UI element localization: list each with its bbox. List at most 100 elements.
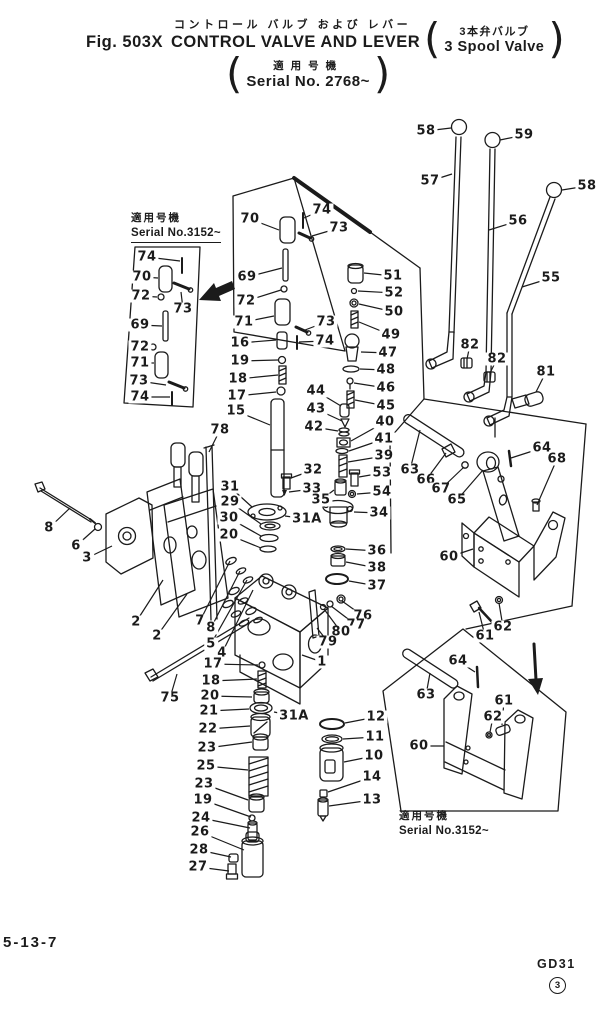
part-callout-72: 72 <box>234 293 258 309</box>
part-callout-64: 64 <box>530 440 554 456</box>
center-top-enclosure-drawing <box>232 177 346 352</box>
part-callout-73: 73 <box>314 314 338 330</box>
part-callout-74: 74 <box>128 389 152 405</box>
part-callout-40: 40 <box>373 414 397 430</box>
leader-line-2 <box>135 579 164 623</box>
part-callout-63: 63 <box>398 462 422 478</box>
part-callout-7: 7 <box>193 613 207 629</box>
part-callout-63: 63 <box>414 687 438 703</box>
part-callout-43: 43 <box>304 401 328 417</box>
left-valve-assembly-drawing <box>34 442 263 627</box>
bottom-right-inset-drawing <box>382 628 567 812</box>
part-callout-23: 23 <box>192 776 216 792</box>
variant-jp: 3本弁バルブ <box>459 25 530 38</box>
part-callout-18: 18 <box>199 673 223 689</box>
caption-en: Serial No.3152~ <box>399 824 489 837</box>
part-callout-19: 19 <box>228 353 252 369</box>
part-callout-61: 61 <box>492 693 516 709</box>
part-callout-52: 52 <box>382 285 406 301</box>
main-valve-body-drawing <box>234 573 329 705</box>
part-callout-23: 23 <box>195 740 219 756</box>
bottom-right-inset-caption: 適用号機 Serial No.3152~ <box>399 810 489 839</box>
part-callout-36: 36 <box>365 543 389 559</box>
pointer-arrow-icon <box>528 678 543 695</box>
part-callout-50: 50 <box>382 304 406 320</box>
part-callout-65: 65 <box>445 492 469 508</box>
part-callout-73: 73 <box>127 373 151 389</box>
part-callout-5: 5 <box>204 636 218 652</box>
part-callout-71: 71 <box>232 314 256 330</box>
top-left-inset-caption: 適用号機 Serial No.3152~ <box>131 212 221 243</box>
part-callout-73: 73 <box>327 220 351 236</box>
part-callout-27: 27 <box>186 859 210 875</box>
part-callout-2: 2 <box>150 628 164 644</box>
leader-line-63 <box>409 429 421 471</box>
part-callout-47: 47 <box>376 345 400 361</box>
part-callout-33: 33 <box>300 481 324 497</box>
part-callout-22: 22 <box>196 721 220 737</box>
part-callout-17: 17 <box>201 656 225 672</box>
part-callout-20: 20 <box>217 527 241 543</box>
part-callout-31A: 31A <box>290 511 324 527</box>
part-callout-20: 20 <box>198 688 222 704</box>
part-callout-4: 4 <box>215 645 229 661</box>
close-paren: ) <box>373 49 391 98</box>
part-callout-74: 74 <box>310 202 334 218</box>
part-callout-80: 80 <box>329 624 353 640</box>
part-callout-54: 54 <box>370 484 394 500</box>
part-callout-75: 75 <box>158 690 182 706</box>
bracket-assembly-drawing <box>403 413 566 624</box>
part-callout-45: 45 <box>374 398 398 414</box>
part-callout-60: 60 <box>437 549 461 565</box>
part-callout-49: 49 <box>379 327 403 343</box>
part-callout-11: 11 <box>363 729 387 745</box>
part-callout-79: 79 <box>316 634 340 650</box>
part-callout-37: 37 <box>365 578 389 594</box>
part-callout-59: 59 <box>512 127 536 143</box>
part-callout-17: 17 <box>225 388 249 404</box>
part-callout-68: 68 <box>545 451 569 467</box>
open-paren: ( <box>424 14 441 63</box>
part-callout-57: 57 <box>418 173 442 189</box>
page-code: 5-13-7 <box>3 934 59 951</box>
part-callout-34: 34 <box>367 505 391 521</box>
upper-parts-column-drawing <box>247 262 364 639</box>
part-callout-29: 29 <box>218 494 242 510</box>
part-callout-30: 30 <box>217 510 241 526</box>
sheet-number-badge: 3 <box>549 977 566 994</box>
part-callout-14: 14 <box>360 769 384 785</box>
part-callout-6: 6 <box>69 538 83 554</box>
part-callout-72: 72 <box>128 339 152 355</box>
part-callout-16: 16 <box>228 335 252 351</box>
part-callout-55: 55 <box>539 270 563 286</box>
variant-en: 3 Spool Valve <box>444 38 545 55</box>
part-callout-74: 74 <box>135 249 159 265</box>
part-callout-24: 24 <box>189 810 213 826</box>
part-callout-61: 61 <box>473 628 497 644</box>
part-callout-56: 56 <box>506 213 530 229</box>
part-callout-64: 64 <box>446 653 470 669</box>
part-callout-25: 25 <box>194 758 218 774</box>
part-callout-58: 58 <box>575 178 599 194</box>
leader-line-2 <box>156 593 188 637</box>
close-paren: ) <box>548 14 565 63</box>
part-callout-74: 74 <box>313 333 337 349</box>
caption-jp: 適用号機 <box>399 810 449 822</box>
serial-note: ( 適用号機 Serial No. 2768~ ) <box>226 49 391 98</box>
part-callout-12: 12 <box>364 709 388 725</box>
part-callout-46: 46 <box>374 380 398 396</box>
part-callout-62: 62 <box>481 709 505 725</box>
open-paren: ( <box>226 49 243 98</box>
caption-jp: 適用号機 <box>131 212 181 224</box>
part-callout-8: 8 <box>204 620 218 636</box>
part-callout-69: 69 <box>235 269 259 285</box>
part-callout-15: 15 <box>224 403 248 419</box>
top-left-inset-drawing <box>123 246 235 408</box>
pointer-arrow-icon <box>199 281 235 301</box>
part-callout-39: 39 <box>372 448 396 464</box>
leader-line-7 <box>199 560 231 622</box>
part-callout-81: 81 <box>534 364 558 380</box>
